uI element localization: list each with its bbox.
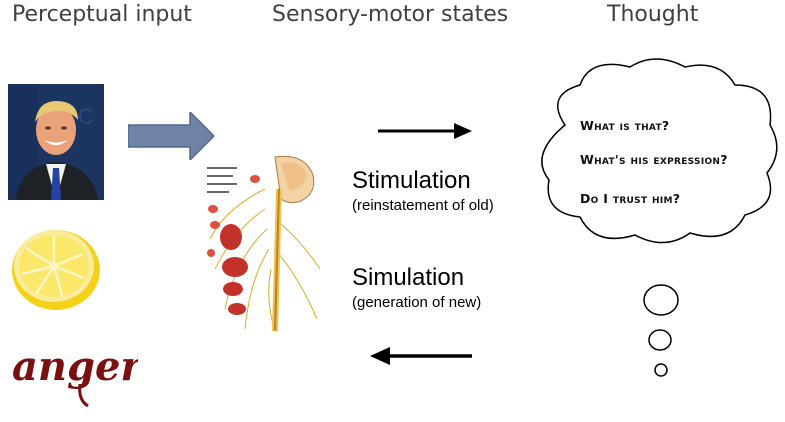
thought-heading: Thought xyxy=(607,2,699,27)
simulation-arrow xyxy=(370,347,472,365)
thought-cloud xyxy=(541,58,778,377)
question-1: What is that? xyxy=(580,118,670,133)
simulation-sublabel: (generation of new) xyxy=(352,294,482,311)
lemon-photo xyxy=(4,220,102,312)
perceptual-input-heading: Perceptual input xyxy=(12,2,192,27)
stimulation-label: Stimulation xyxy=(352,167,471,194)
simulation-label: Simulation xyxy=(352,264,465,291)
stimulation-arrow xyxy=(378,123,472,139)
input-arrow xyxy=(128,112,214,160)
question-2: What's his expression? xyxy=(580,152,728,167)
sensory-motor-heading: Sensory-motor states xyxy=(272,2,509,27)
person-photo: C xyxy=(8,84,104,200)
anger-word-image: anger xyxy=(8,340,138,410)
nervous-system-illustration xyxy=(205,149,323,334)
svg-text:anger: anger xyxy=(12,343,138,390)
stimulation-sublabel: (reinstatement of old) xyxy=(352,197,494,214)
question-3: Do I trust him? xyxy=(580,191,681,206)
svg-text:C: C xyxy=(78,104,94,129)
